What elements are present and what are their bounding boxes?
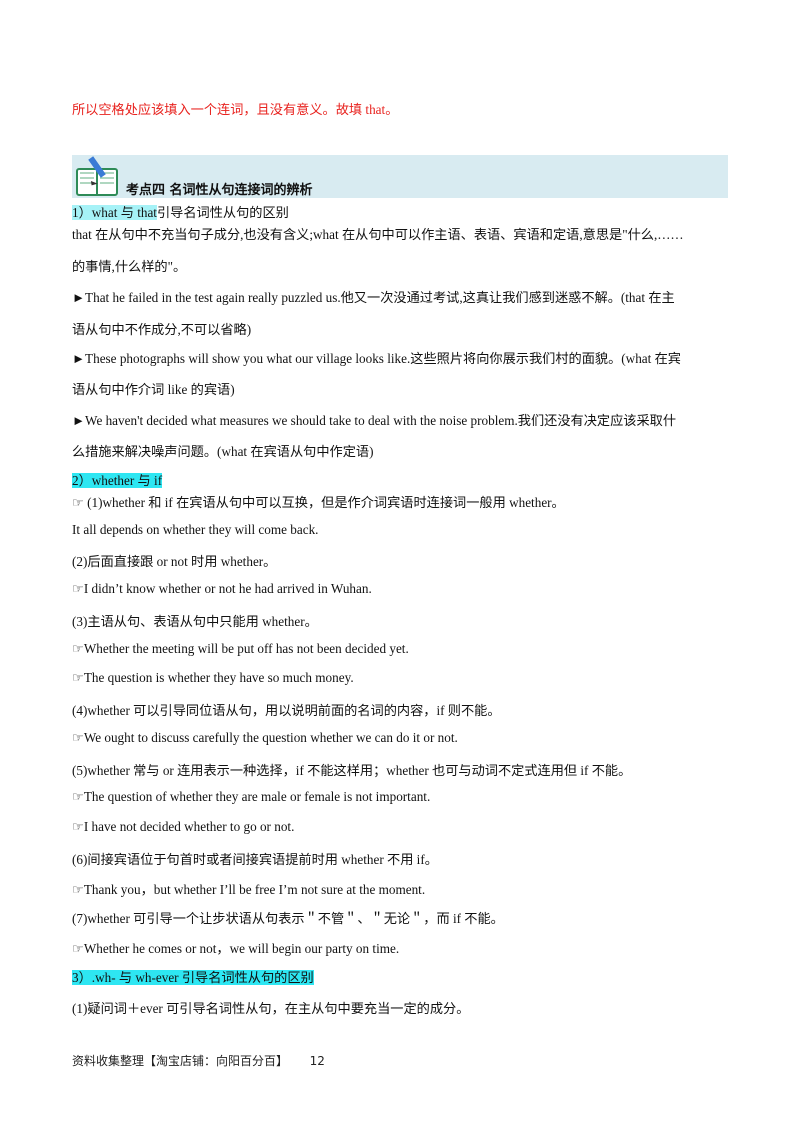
subheading-suffix: 引导名词性从句的区别 bbox=[156, 205, 289, 220]
section-heading: 考点四 名词性从句连接词的辨析 bbox=[126, 183, 313, 198]
footer: 资料收集整理【淘宝店铺：向阳百分百】 12 bbox=[72, 1052, 325, 1069]
subheading-whether-if: 2）whether 与 if bbox=[72, 470, 163, 489]
example-line: ►These photographs will show you what ou… bbox=[72, 351, 681, 366]
rule-line: (7)whether 可引导一个让步状语从句表示＂不管＂、＂无论＂，而 if 不… bbox=[72, 911, 504, 926]
body-line: that 在从句中不充当句子成分,也没有含义;what 在从句中可以作主语、表语… bbox=[72, 227, 684, 242]
example-line: ☞Whether he comes or not，we will begin o… bbox=[72, 941, 400, 956]
subheading-marker: 3）.wh- 与 wh-ever 引导名词性从句的区别 bbox=[72, 970, 314, 985]
body-line: 的事情,什么样的"。 bbox=[72, 259, 187, 274]
example-line: ☞The question of whether they are male o… bbox=[72, 789, 431, 804]
example-line: ☞I have not decided whether to go or not… bbox=[72, 819, 295, 834]
body-line: 语从句中作介词 like 的宾语) bbox=[72, 382, 235, 397]
example-line: ►That he failed in the test again really… bbox=[72, 290, 675, 305]
rule-line: (4)whether 可以引导同位语从句，用以说明前面的名词的内容，if 则不能… bbox=[72, 703, 501, 718]
subheading-wh-whever: 3）.wh- 与 wh-ever 引导名词性从句的区别 bbox=[72, 967, 314, 986]
example-line: ☞Whether the meeting will be put off has… bbox=[72, 641, 409, 656]
answer-explanation: 所以空格处应该填入一个连词，且没有意义。故填 that。 bbox=[72, 102, 399, 117]
page-number: 12 bbox=[309, 1054, 325, 1068]
subheading-what-that: 1）what 与 that引导名词性从句的区别 bbox=[72, 202, 289, 221]
example-line: It all depends on whether they will come… bbox=[72, 522, 319, 537]
body-line: 么措施来解决噪声问题。(what 在宾语从句中作定语) bbox=[72, 444, 374, 459]
example-line: ☞Thank you，but whether I’ll be free I’m … bbox=[72, 882, 426, 897]
subheading-marker: 2）whether 与 if bbox=[72, 473, 163, 488]
rule-line: ☞ (1)whether 和 if 在宾语从句中可以互换，但是作介词宾语时连接词… bbox=[72, 495, 565, 510]
rule-line: (2)后面直接跟 or not 时用 whether。 bbox=[72, 554, 277, 569]
book-pencil-icon bbox=[76, 156, 118, 196]
example-line: ☞The question is whether they have so mu… bbox=[72, 670, 354, 685]
example-line: ☞I didn’t know whether or not he had arr… bbox=[72, 581, 372, 596]
rule-line: (1)疑问词＋ever 可引导名词性从句，在主从句中要充当一定的成分。 bbox=[72, 1001, 470, 1016]
body-line: 语从句中不作成分,不可以省略) bbox=[72, 322, 252, 337]
subheading-marker: 1）what 与 that bbox=[72, 205, 157, 220]
example-line: ►We haven't decided what measures we sho… bbox=[72, 413, 677, 428]
section-banner: 考点四 名词性从句连接词的辨析 bbox=[72, 155, 728, 198]
rule-line: (3)主语从句、表语从句中只能用 whether。 bbox=[72, 614, 318, 629]
rule-line: (6)间接宾语位于句首时或者间接宾语提前时用 whether 不用 if。 bbox=[72, 852, 438, 867]
rule-line: (5)whether 常与 or 连用表示一种选择，if 不能这样用；wheth… bbox=[72, 763, 632, 778]
example-line: ☞We ought to discuss carefully the quest… bbox=[72, 730, 458, 745]
footer-source: 资料收集整理【淘宝店铺：向阳百分百】 bbox=[72, 1054, 289, 1068]
